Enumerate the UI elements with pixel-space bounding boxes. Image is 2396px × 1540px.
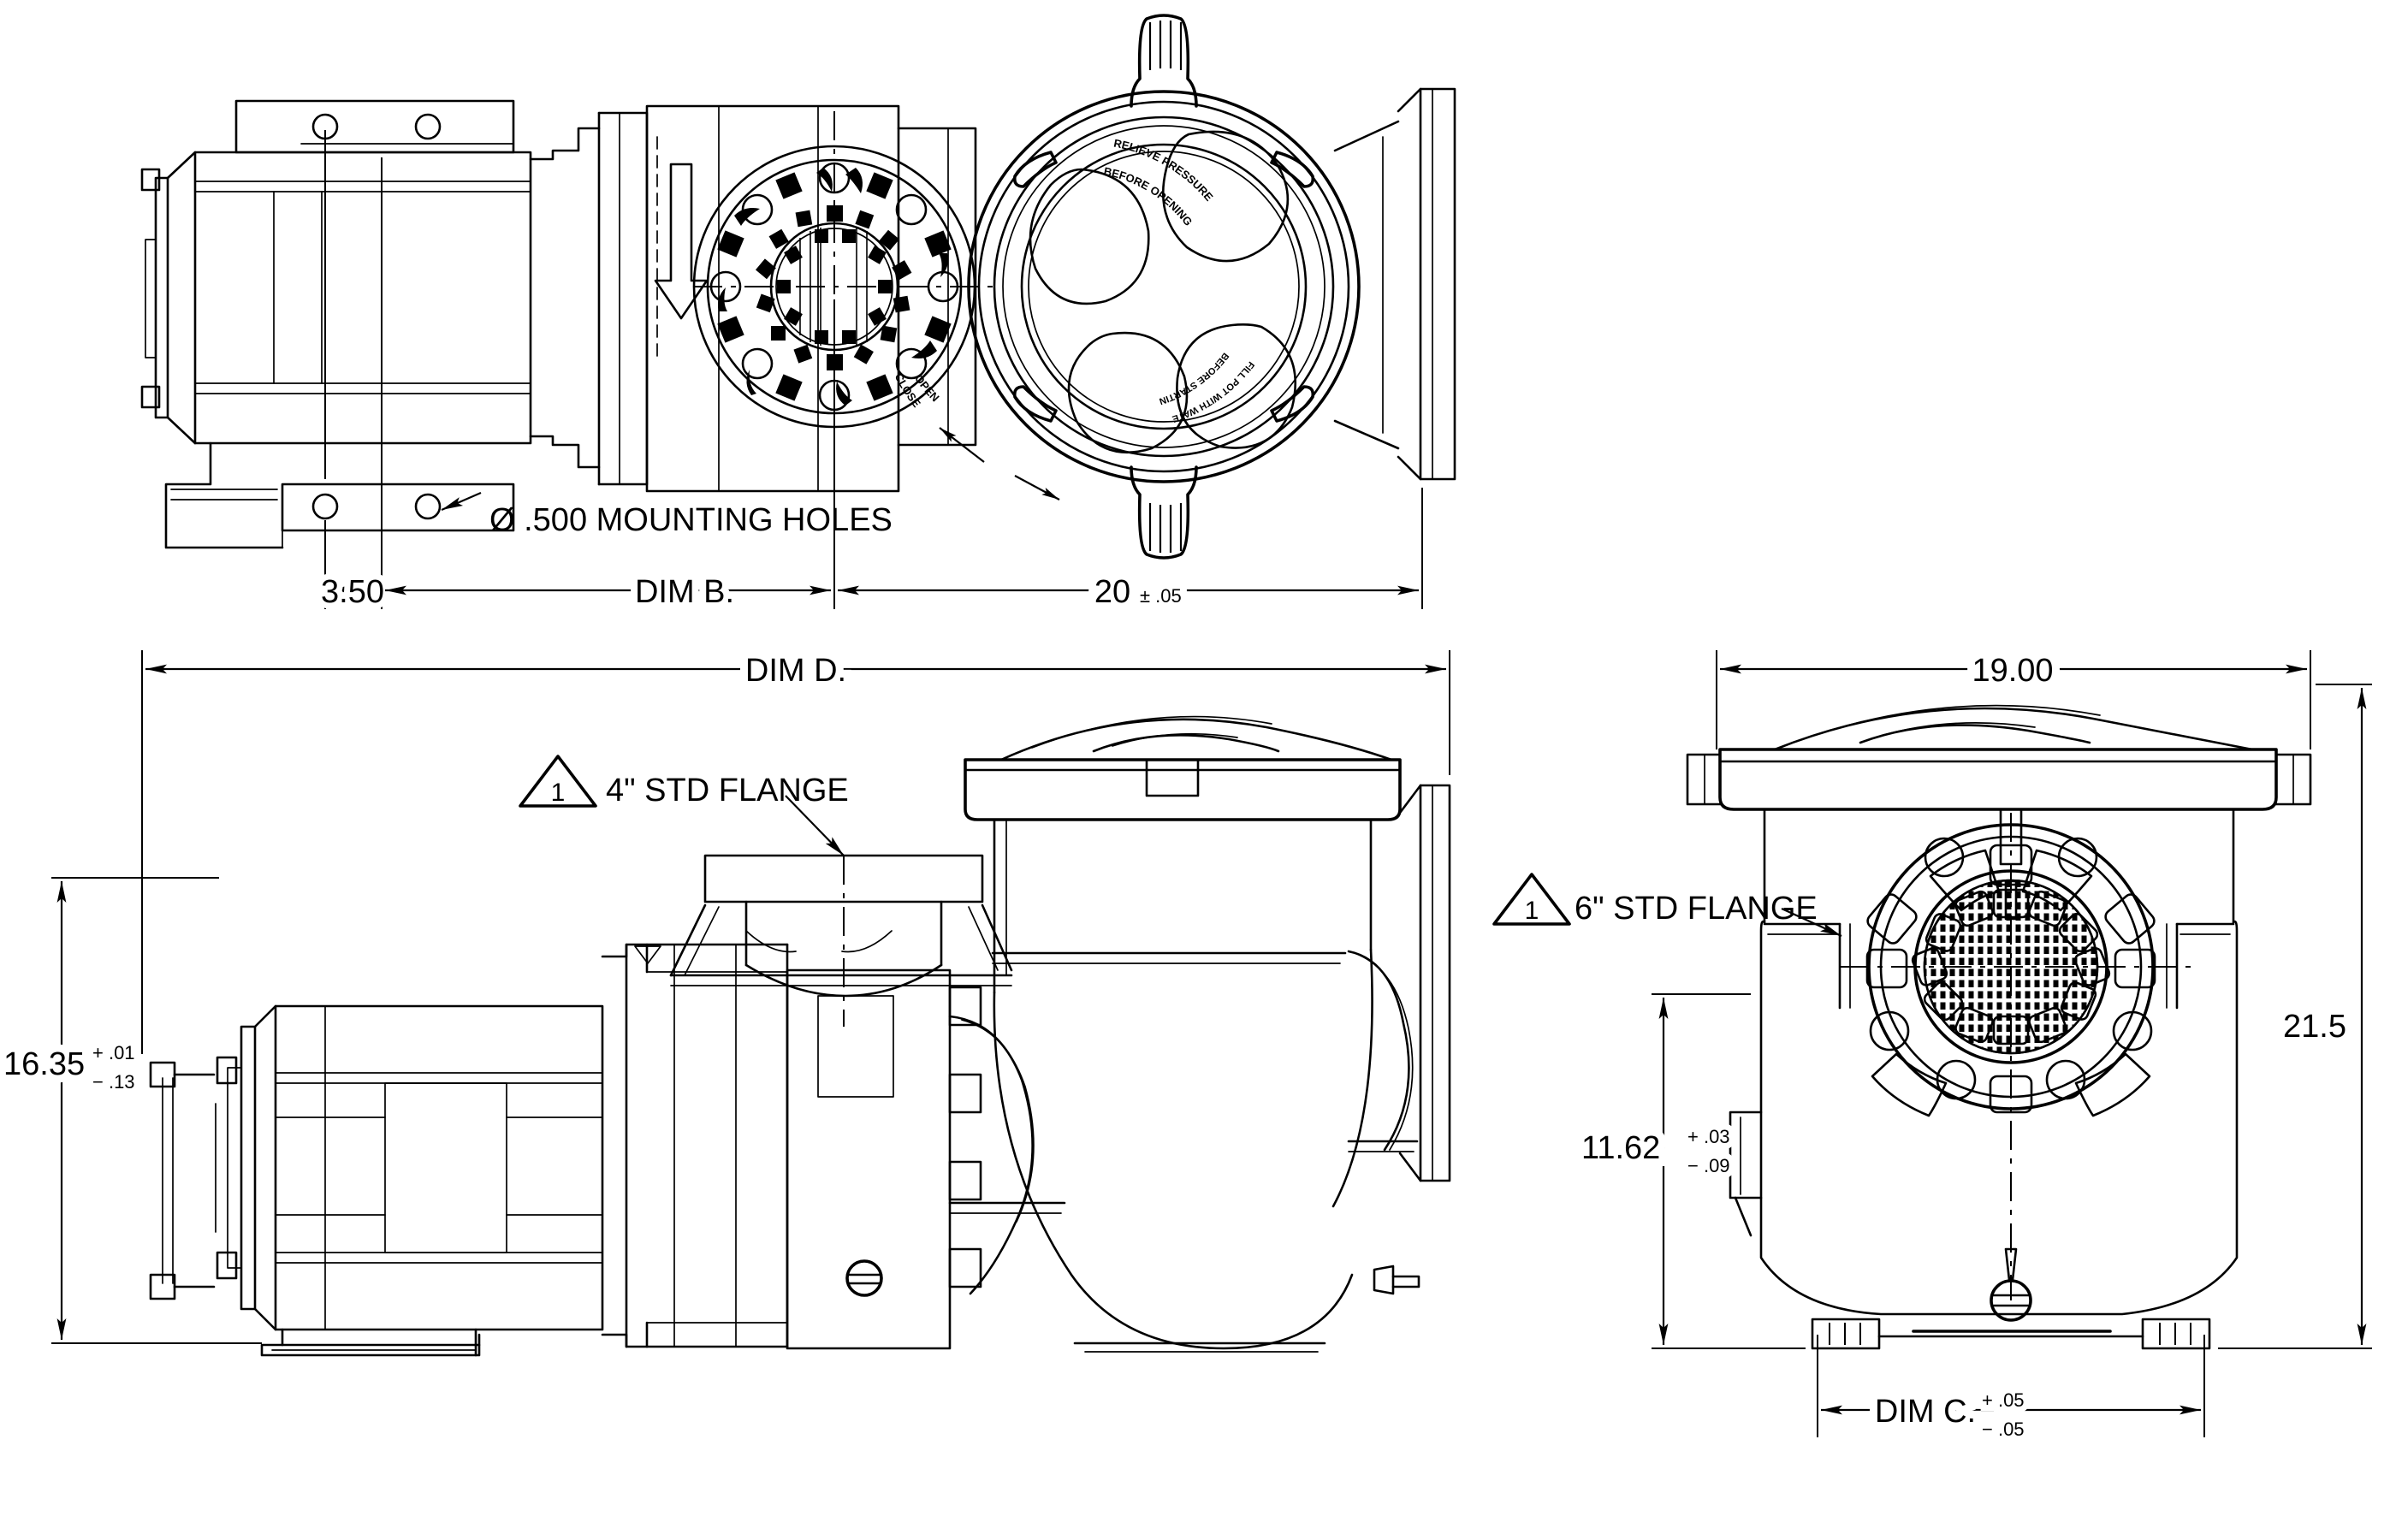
front-view-dim-1635: 16.35 + .01 − .13 [0, 877, 262, 1344]
flag-number-1-front: 1 [551, 779, 566, 807]
front-view-dim-d: DIM D. [141, 645, 1450, 1054]
right-view-pot-body [1729, 808, 2239, 1350]
dim-11-62-value: 11.62 [1581, 1130, 1660, 1166]
right-view-lid [1686, 704, 2312, 811]
dim-21-5-value: 21.5 [2283, 1009, 2346, 1045]
dim-c-plus: + .05 [1982, 1389, 2025, 1411]
front-view-motor [149, 1004, 604, 1357]
dim-11-62-plus: + .03 [1687, 1126, 1730, 1147]
right-view-fan-grille [1840, 808, 2191, 1300]
top-view-strainer-lid [897, 14, 1456, 560]
dim-11-62-minus: − .09 [1687, 1155, 1730, 1176]
dim-3-50-value: 3.50 [321, 574, 384, 610]
note-flange-4in: 1 4" STD FLANGE [519, 755, 849, 856]
dim-c-minus: − .05 [1982, 1419, 2025, 1440]
right-view-dim-215: 21.5 [2218, 684, 2372, 1349]
top-view-dimensions: 3.50 DIM B. 20 ± .05 [315, 130, 1423, 617]
note-flange-6in-label: 6" STD FLANGE [1575, 891, 1818, 927]
dim-16-35-value: 16.35 [3, 1046, 85, 1082]
right-side-view: 1 6" STD FLANGE 19.00 21.5 11.62 + .03 −… [1492, 645, 2372, 1446]
top-view-adaptor [529, 104, 900, 493]
front-view-volute [601, 943, 982, 1350]
note-mounting-holes: Ø .500 MOUNTING HOLES [441, 491, 893, 538]
note-mounting-holes-label: Ø .500 MOUNTING HOLES [489, 502, 893, 538]
dim-16-35-minus: − .13 [92, 1071, 135, 1093]
front-view: 1 4" STD FLANGE DIM D. 16.35 + .01 − .13 [0, 645, 1451, 1357]
right-view-dim-1900: 19.00 [1716, 645, 2311, 749]
note-flange-4in-label: 4" STD FLANGE [606, 773, 849, 808]
dim-19-00-value: 19.00 [1972, 653, 2053, 689]
dim-d-value: DIM D. [745, 653, 846, 689]
flag-number-1-right: 1 [1525, 897, 1539, 925]
front-view-strainer-pot [948, 715, 1451, 1353]
dim-b-value: DIM B. [635, 574, 734, 610]
dim-20-value: 20 [1094, 574, 1130, 610]
dim-c-value: DIM C. [1875, 1394, 1976, 1430]
dim-16-35-plus: + .01 [92, 1042, 135, 1063]
note-flange-6in: 1 6" STD FLANGE [1492, 873, 1842, 938]
dim-20-tolerance: ± .05 [1140, 585, 1182, 607]
